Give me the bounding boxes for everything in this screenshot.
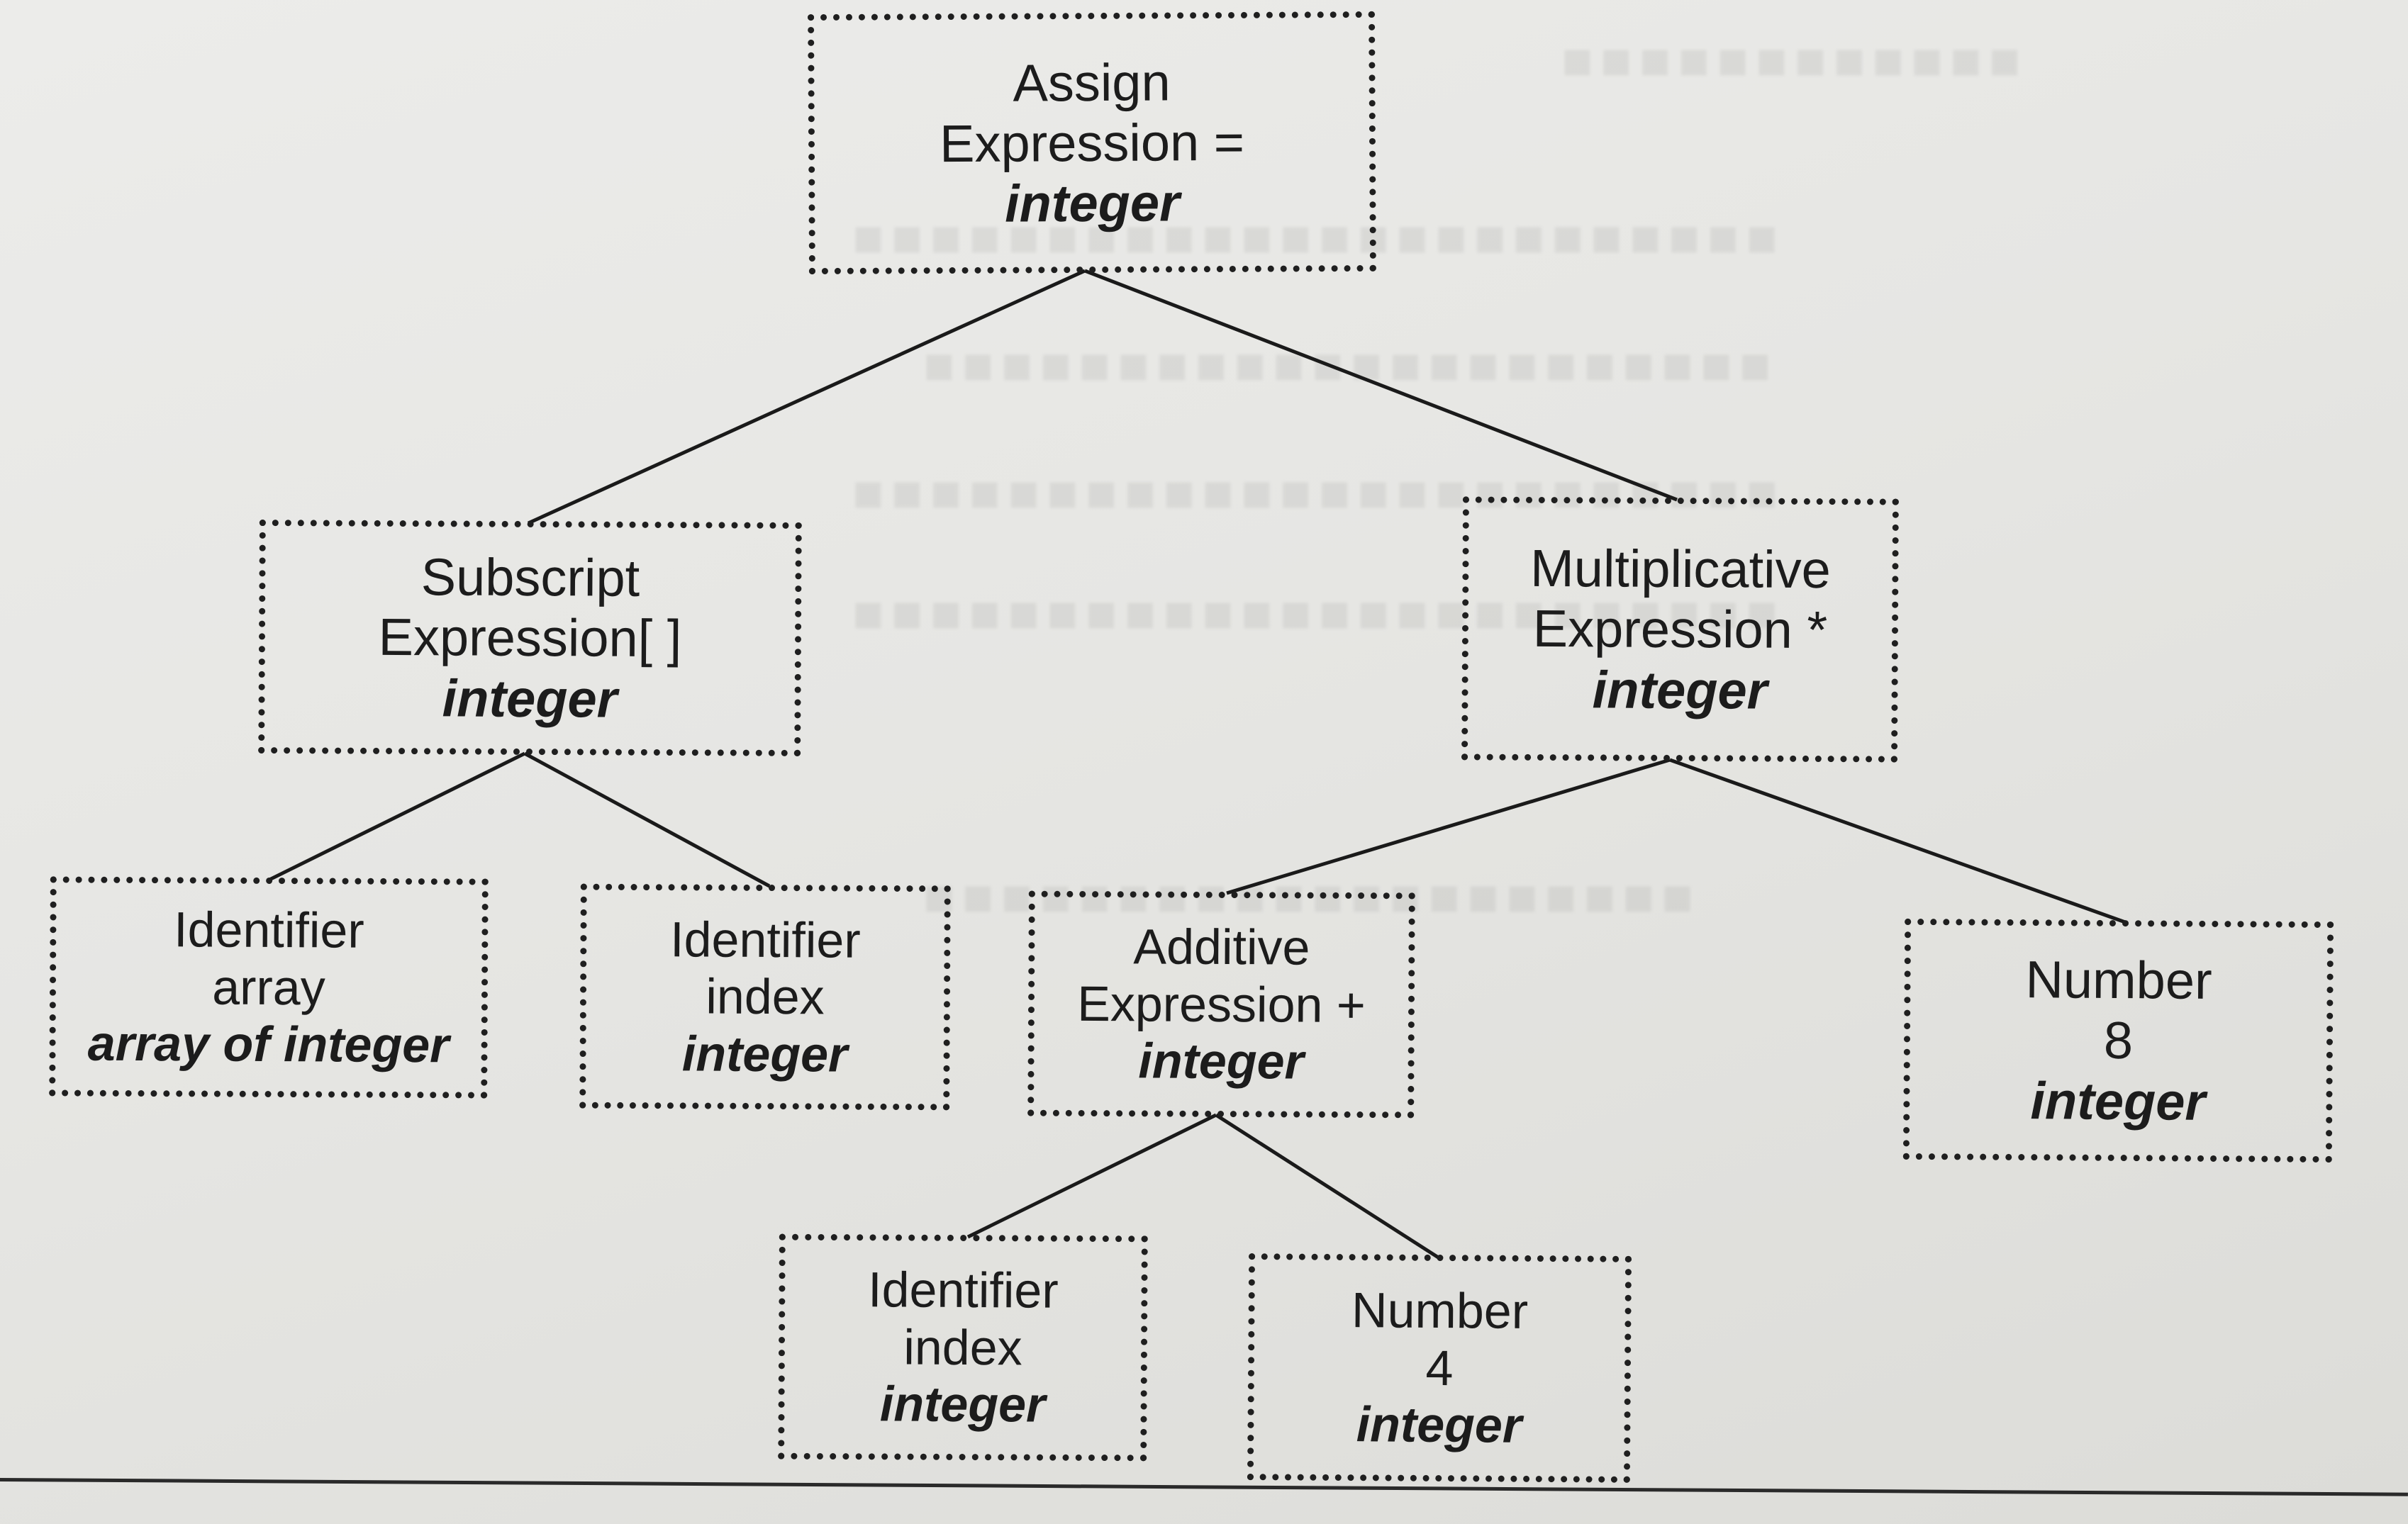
node-label-line: Assign — [1013, 52, 1171, 113]
node-label-line: 4 — [1425, 1340, 1454, 1396]
node-label-line: Expression[ ] — [378, 607, 682, 668]
subscript-expression-node: Subscript Expression[ ] integer — [258, 519, 802, 757]
node-label-line: index — [706, 968, 825, 1025]
bleed-through-text: ▪▪▪▪▪▪▪▪▪▪▪▪▪▪▪▪▪▪▪▪▪▪▪▪ — [851, 581, 1784, 641]
edge-assign-multiplicative — [1084, 269, 1678, 502]
node-label-line: Number — [1351, 1282, 1529, 1340]
bleed-through-text: ▪▪▪▪▪▪▪▪▪▪▪▪▪▪▪▪▪▪▪▪ — [922, 865, 1699, 924]
node-type: integer — [1356, 1396, 1522, 1454]
node-label-line: Expression = — [939, 112, 1245, 174]
node-label-line: array — [212, 959, 325, 1016]
edge-multiplicative-number-8 — [1669, 758, 2128, 925]
node-type: integer — [442, 668, 618, 729]
node-type: integer — [1138, 1033, 1304, 1089]
edge-additive-number-4 — [1215, 1113, 1441, 1260]
node-label-line: Expression * — [1532, 599, 1828, 660]
bleed-through-text: ▪▪▪▪▪▪▪▪▪▪▪▪ — [1560, 28, 2027, 88]
node-label-line: Additive — [1133, 919, 1310, 975]
identifier-index-node: Identifier index integer — [579, 883, 951, 1111]
node-label-line: 8 — [2103, 1011, 2134, 1070]
assign-expression-node: Assign Expression = integer — [808, 11, 1376, 275]
node-label-line: Expression + — [1076, 975, 1366, 1033]
multiplicative-expression-node: Multiplicative Expression * integer — [1461, 496, 1899, 763]
edge-additive-identifier-index — [966, 1113, 1217, 1239]
number-4-node: Number 4 integer — [1247, 1253, 1632, 1483]
edge-subscript-identifier-index — [523, 751, 771, 888]
bleed-through-text: ▪▪▪▪▪▪▪▪▪▪▪▪▪▪▪▪▪▪▪▪▪▪ — [922, 333, 1777, 393]
bleed-through-text: ▪▪▪▪▪▪▪▪▪▪▪▪▪▪▪▪▪▪▪▪▪▪▪▪ — [851, 461, 1784, 520]
node-label-line: Identifier — [173, 902, 364, 958]
node-label-line: Number — [2025, 950, 2212, 1011]
node-type: integer — [879, 1376, 1046, 1433]
node-label-line: Identifier — [867, 1262, 1059, 1318]
node-label-line: index — [903, 1319, 1022, 1376]
node-type: integer — [681, 1026, 848, 1082]
identifier-array-node: Identifier array array of integer — [49, 876, 489, 1099]
additive-expression-node: Additive Expression + integer — [1027, 890, 1415, 1119]
identifier-index-node-lower: Identifier index integer — [778, 1233, 1148, 1462]
edge-assign-subscript — [527, 269, 1086, 525]
edge-subscript-identifier-array — [267, 751, 526, 883]
node-type: integer — [1592, 659, 1768, 720]
node-label-line: Subscript — [420, 547, 640, 608]
node-label-line: Multiplicative — [1529, 539, 1831, 600]
edge-multiplicative-additive — [1226, 758, 1671, 895]
node-type: integer — [1004, 173, 1181, 233]
node-type: array of integer — [87, 1015, 450, 1073]
node-type: integer — [2030, 1070, 2206, 1131]
node-label-line: Identifier — [669, 912, 861, 968]
bleed-through-text: ▪▪▪▪▪▪▪▪▪▪▪▪▪▪▪▪▪▪▪▪▪▪▪▪ — [851, 206, 1784, 265]
number-8-node: Number 8 integer — [1902, 918, 2334, 1163]
